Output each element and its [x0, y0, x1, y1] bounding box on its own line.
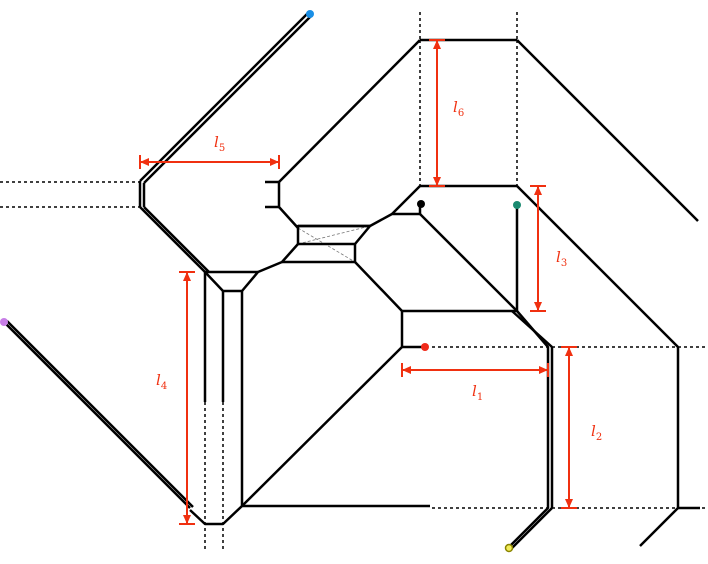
curve-edges [3, 12, 700, 550]
blue-marker [306, 10, 314, 18]
guide-lines [0, 12, 705, 552]
black-marker [417, 200, 425, 208]
label-l3: l3 [556, 248, 567, 269]
violet-marker [0, 318, 8, 326]
yellow-marker [504, 543, 514, 553]
label-l1: l1 [472, 382, 483, 403]
teal-marker [513, 201, 521, 209]
inner-dashed-lines [297, 225, 371, 263]
dimension-arrows [139, 39, 577, 525]
label-l4: l4 [156, 371, 167, 392]
length-labels: l1 l2 l3 l4 l5 l6 [156, 98, 602, 443]
label-l6: l6 [453, 98, 464, 119]
label-l5: l5 [214, 133, 225, 154]
label-l2: l2 [591, 422, 602, 443]
red-marker [421, 343, 429, 351]
